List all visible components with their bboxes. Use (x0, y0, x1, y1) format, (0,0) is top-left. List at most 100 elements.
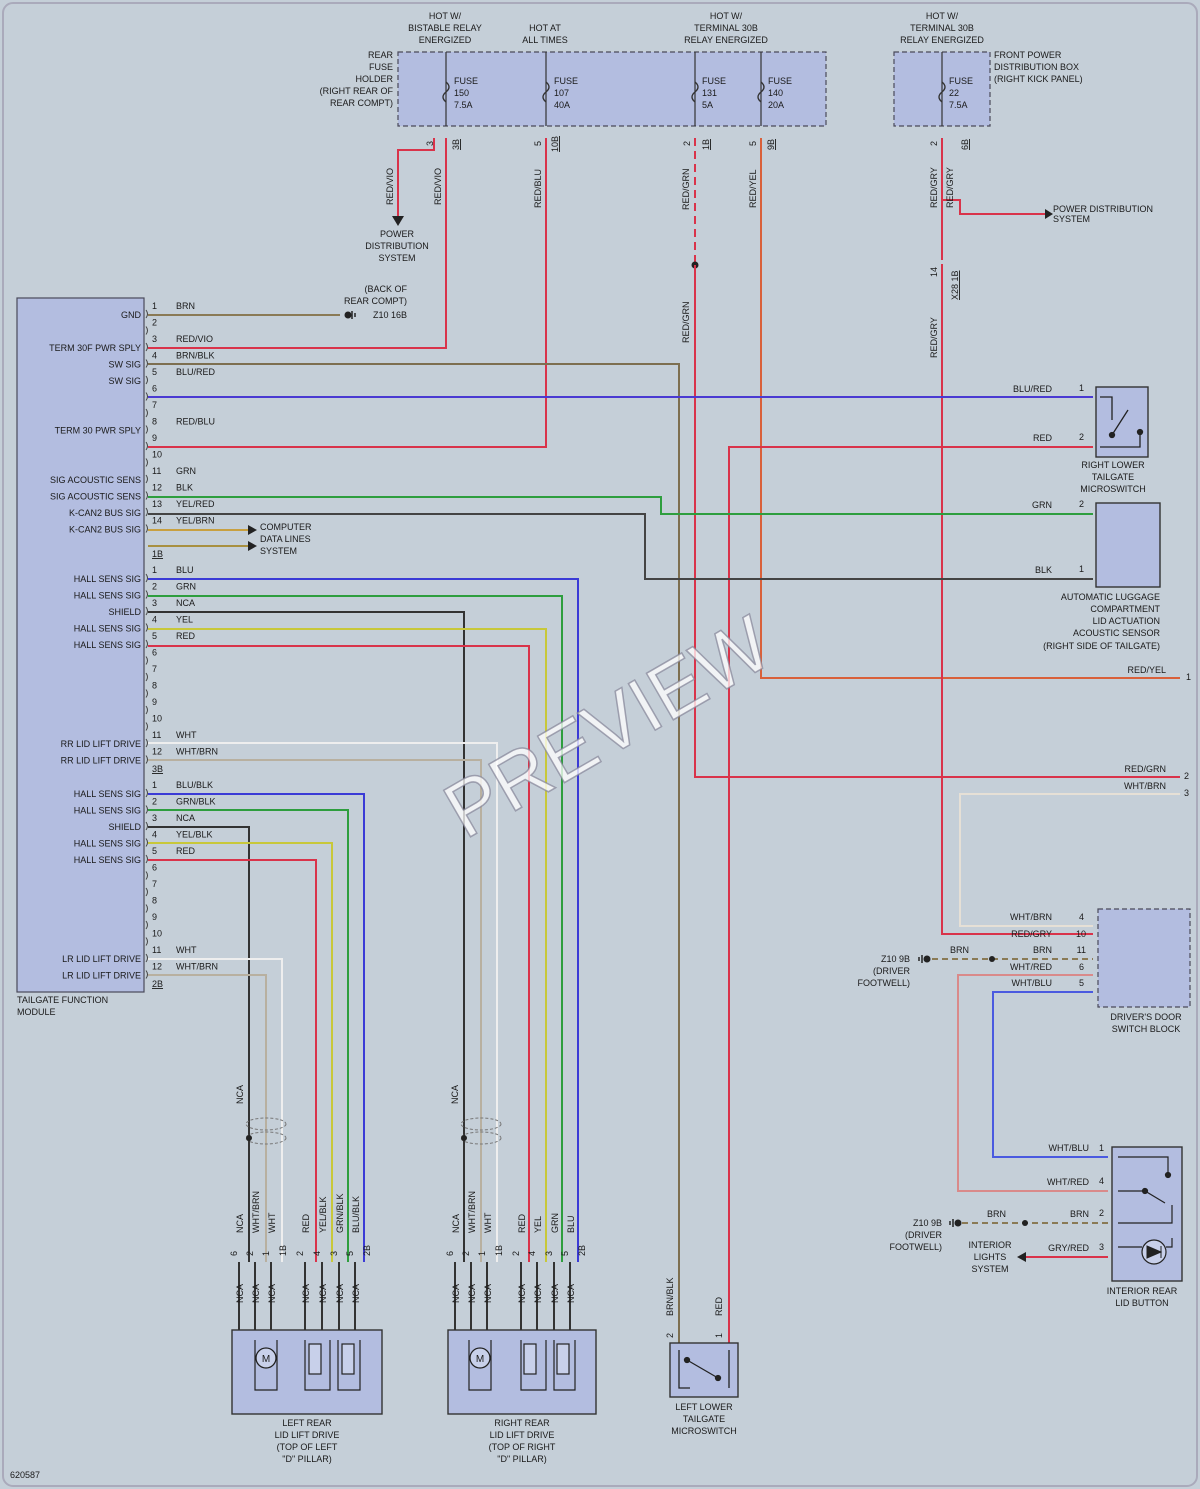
drive-lower-wire-label: NCA (335, 1284, 345, 1303)
drive-lower-wire-label: NCA (533, 1284, 543, 1303)
module-pin-number: 3 (152, 813, 157, 823)
label-line: SYSTEM (1053, 214, 1090, 224)
wire-label: BRN (1070, 1209, 1089, 1219)
pin-connector-mark (145, 755, 148, 764)
pin-label: 4 (1099, 1176, 1104, 1186)
label-line: (DRIVER (873, 966, 911, 976)
module-name-line: MODULE (17, 1007, 56, 1017)
label-line: "D" PILLAR) (497, 1454, 546, 1464)
pin-label: 2 (1099, 1208, 1104, 1218)
pin-label: 3 (425, 141, 435, 146)
module-pin-wire-color: WHT/BRN (176, 747, 218, 757)
fuse-label: FUSE (949, 76, 973, 86)
fuse-label: FUSE (554, 76, 578, 86)
pin-connector-mark (145, 392, 148, 401)
label-line: SWITCH BLOCK (1112, 1024, 1181, 1034)
module-pin-number: 10 (152, 929, 162, 939)
motor-letter: M (476, 1354, 484, 1365)
pin-label: 11 (1077, 945, 1086, 955)
drive-pin-label: 6 (229, 1251, 239, 1256)
drive-wire-label: WHT (483, 1212, 493, 1233)
module-pin-number: 7 (152, 400, 157, 410)
pin-connector-mark (145, 805, 148, 814)
module-pin-number: 5 (152, 631, 157, 641)
label-line: TAILGATE (683, 1414, 725, 1424)
acoustic-sensor-pins: GRN 2 BLK 1 (1032, 499, 1084, 575)
motor-icon: M (468, 1340, 492, 1391)
drive-lower-wire-label: NCA (267, 1284, 277, 1303)
fuse-symbol-icon (691, 81, 699, 103)
left-drive-name: LEFT REAR LID LIFT DRIVE (TOP OF LEFT "D… (275, 1418, 340, 1464)
pin-connector-mark (145, 854, 148, 864)
offpage-wire: WHT/BRN (1124, 781, 1166, 791)
module-pin-number: 9 (152, 697, 157, 707)
pin-connector-mark (145, 359, 148, 368)
wire-label: BRN (987, 1209, 1006, 1219)
pin-connector-mark (145, 920, 148, 930)
module-pin-function: K-CAN2 BUS SIG (69, 508, 141, 518)
pin-connector-mark (145, 573, 148, 583)
drive-wire-label: RED (517, 1213, 527, 1233)
module-pin-function: TERM 30 PWR SPLY (55, 426, 141, 436)
hall-sensor-icon (304, 1340, 361, 1391)
pin-connector-mark (145, 821, 148, 831)
fuse-131: FUSE 131 5A (691, 52, 726, 126)
wire-label: BRN (1033, 945, 1052, 955)
drive-pin-label: 5 (345, 1251, 355, 1256)
pin-label: 1 (1079, 564, 1084, 574)
hot-label-line: RELAY ENERGIZED (900, 35, 984, 45)
wire-red-switch (728, 446, 1093, 1343)
drive-pin-label: 1B (494, 1245, 504, 1256)
pin-label: 1 (1099, 1143, 1104, 1153)
label-line: LIGHTS (974, 1252, 1007, 1262)
module-pin-wire-color: NCA (176, 598, 195, 608)
module-pin-wire-color: BLU (176, 565, 194, 575)
offpage-refs: RED/YEL 1 RED/GRN 2 WHT/BRN 3 (1124, 665, 1191, 798)
pin-connector-mark (145, 639, 148, 649)
wire-wht-right-drive (148, 742, 498, 1262)
arrow-left-icon (1017, 1252, 1026, 1262)
drive-wire-label: BLU/BLK (351, 1196, 361, 1233)
module-pin-number: 11 (152, 466, 161, 476)
label-line: FOOTWELL) (889, 1242, 942, 1252)
left-drive-lower-wires (238, 1262, 356, 1330)
fuse-label: 150 (454, 88, 469, 98)
module-pin-number: 10 (152, 714, 162, 724)
wire-label: RED (1033, 433, 1053, 443)
drive-wire-label: NCA (451, 1214, 461, 1233)
fuse-label: 5A (702, 100, 713, 110)
pin-connector-mark (145, 738, 148, 748)
fuse-22: FUSE 22 7.5A (938, 52, 973, 126)
label-line: HOLDER (355, 74, 393, 84)
pin-connector-mark (145, 904, 148, 913)
module-pin-number: 5 (152, 367, 157, 377)
pin-connector-mark (145, 375, 148, 385)
wire-label: WHT/RED (1010, 962, 1052, 972)
hot-label-line: ENERGIZED (419, 35, 472, 45)
label-line: (BACK OF (364, 284, 407, 294)
fuse-140: FUSE 140 20A (757, 52, 792, 126)
connector-name: 1B (152, 549, 163, 559)
diagram-id: 620587 (10, 1470, 40, 1480)
module-pin-wire-color: YEL/RED (176, 499, 215, 509)
fuse-107: FUSE 107 40A (542, 52, 578, 126)
hot-label-line: HOT AT (529, 23, 561, 33)
drive-pin-label: 4 (312, 1251, 322, 1256)
label-line: LID LIFT DRIVE (275, 1430, 340, 1440)
fuse-label: 131 (702, 88, 717, 98)
module-pin-function: GND (121, 310, 142, 320)
module-pin-function: HALL SENS SIG (74, 855, 141, 865)
fuse-label: 20A (768, 100, 784, 110)
pin-label: 14 (929, 267, 939, 277)
module-pin-number: 1 (152, 565, 157, 575)
module-pin-number: 4 (152, 615, 157, 625)
label-line: (RIGHT REAR OF (320, 86, 394, 96)
riser-labels: RED/VIO RED/VIO RED/BLU RED/GRN RED/YEL … (385, 167, 960, 358)
fuse-label: FUSE (702, 76, 726, 86)
module-pin-function: TERM 30F PWR SPLY (49, 343, 141, 353)
drive-pin-label: 5 (560, 1251, 570, 1256)
pin-label: 6 (1079, 962, 1084, 972)
pin-connector-mark (145, 623, 148, 632)
wire-grn-acoustic (148, 496, 1093, 515)
